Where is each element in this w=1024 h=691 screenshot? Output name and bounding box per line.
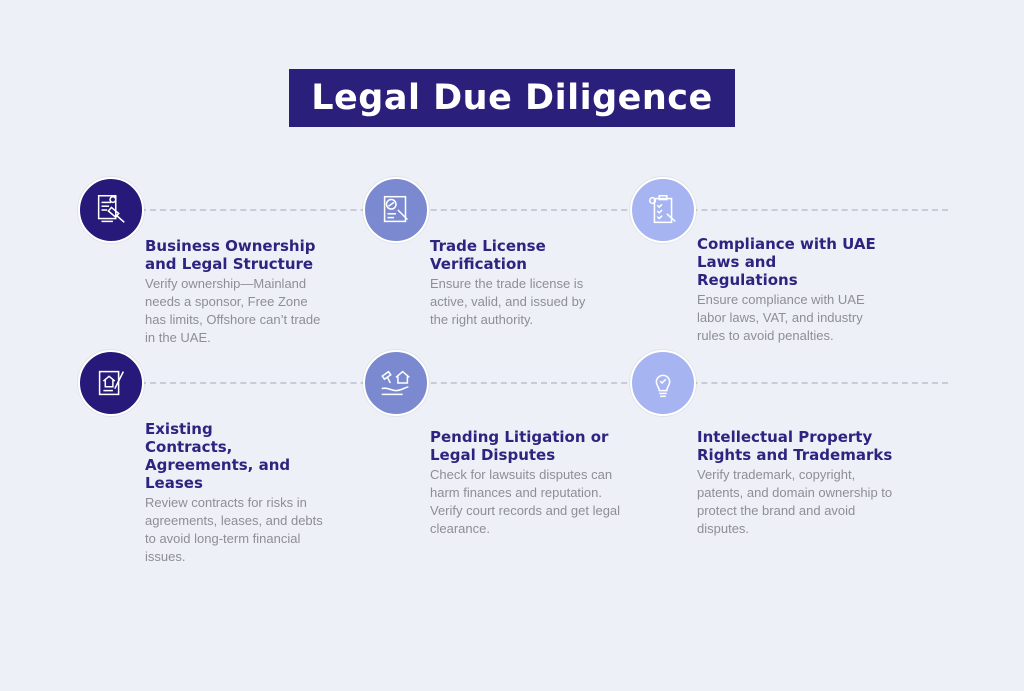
item-intellectual-property: Intellectual Property Rights and Tradema… bbox=[697, 428, 897, 538]
item-body: Verify ownership—Mainland needs a sponso… bbox=[145, 276, 321, 345]
item-contracts: Existing Contracts, Agreements, and Leas… bbox=[145, 420, 345, 566]
item-heading: Intellectual Property Rights and Tradema… bbox=[697, 428, 893, 464]
gavel-house-hand-icon bbox=[363, 350, 429, 416]
lightbulb-check-icon bbox=[630, 350, 696, 416]
item-body: Ensure the trade license is active, vali… bbox=[430, 276, 586, 327]
item-body: Ensure compliance with UAE labor laws, V… bbox=[697, 292, 865, 343]
item-heading: Compliance with UAE Laws and Regulations bbox=[697, 235, 876, 289]
contract-pen-icon bbox=[78, 350, 144, 416]
item-litigation: Pending Litigation or Legal Disputes Che… bbox=[430, 428, 630, 538]
document-gavel-icon bbox=[78, 177, 144, 243]
page-title: Legal Due Diligence bbox=[289, 69, 735, 127]
checklist-gavel-icon bbox=[630, 177, 696, 243]
timeline-row-2 bbox=[140, 382, 948, 384]
item-compliance: Compliance with UAE Laws and Regulations… bbox=[697, 235, 897, 345]
item-heading: Existing Contracts, Agreements, and Leas… bbox=[145, 420, 291, 492]
timeline-row-1 bbox=[140, 209, 948, 211]
item-heading: Trade License Verification bbox=[430, 237, 546, 273]
item-trade-license: Trade License Verification Ensure the tr… bbox=[430, 237, 630, 329]
item-heading: Business Ownership and Legal Structure bbox=[145, 237, 316, 273]
item-body: Verify trademark, copyright, patents, an… bbox=[697, 467, 893, 536]
item-body: Review contracts for risks in agreements… bbox=[145, 495, 323, 564]
item-heading: Pending Litigation or Legal Disputes bbox=[430, 428, 609, 464]
item-business-ownership: Business Ownership and Legal Structure V… bbox=[145, 237, 345, 347]
item-body: Check for lawsuits disputes can harm fin… bbox=[430, 467, 621, 536]
license-magnifier-icon bbox=[363, 177, 429, 243]
